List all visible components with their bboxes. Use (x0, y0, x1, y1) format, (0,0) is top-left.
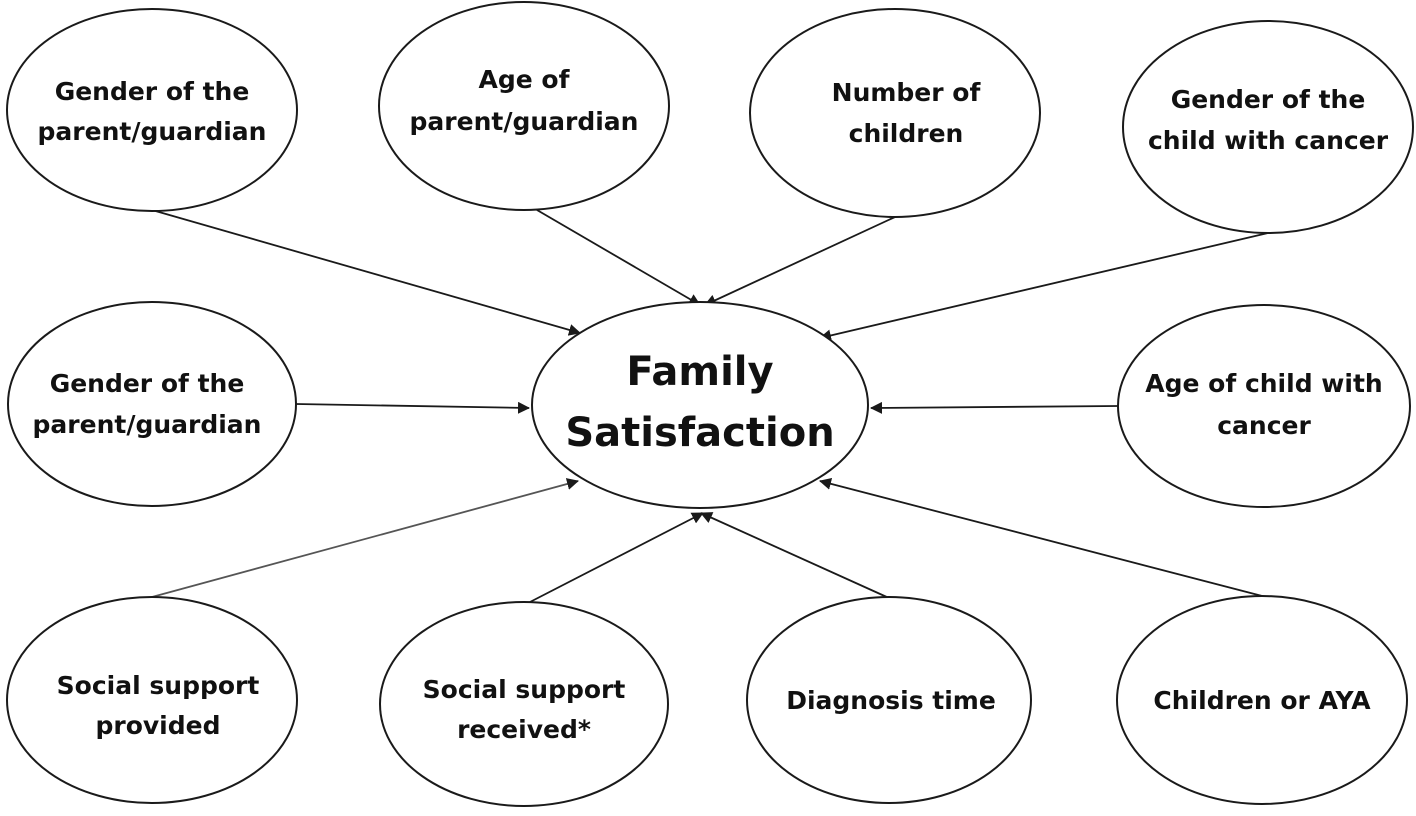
center-label-line2: Satisfaction (565, 410, 834, 456)
edge-children-aya (819, 477, 1267, 598)
node-label-line: Age of (479, 65, 571, 94)
node-diagnosis-time: Diagnosis time (746, 596, 1032, 804)
edge-social-received (529, 512, 704, 603)
edge-gender-child (819, 232, 1269, 342)
node-gender-parent-mid: Gender of the parent/guardian (7, 301, 297, 507)
node-family-satisfaction: Family Satisfaction (531, 301, 869, 509)
node-label-line: parent/guardian (38, 117, 267, 146)
node-label-line: cancer (1217, 411, 1311, 440)
node-label-line: Diagnosis time (786, 686, 996, 715)
edge-number-children (704, 216, 896, 306)
node-age-parent: Age of parent/guardian (378, 1, 670, 211)
edge-gender-parent-top (151, 209, 581, 336)
center-label-line1: Family (626, 349, 773, 395)
node-gender-child: Gender of the child with cancer (1122, 20, 1414, 234)
node-label-line: child with cancer (1148, 126, 1389, 155)
node-label-line: Gender of the (55, 77, 250, 106)
node-label-line: parent/guardian (410, 107, 639, 136)
edge-gender-parent-mid (295, 401, 530, 414)
edges (151, 209, 1269, 603)
node-number-children: Number of children (749, 8, 1041, 218)
node-label-line: Number of (832, 78, 982, 107)
edge-age-parent (536, 209, 701, 306)
edge-age-child (870, 401, 1119, 414)
node-gender-parent-top: Gender of the parent/guardian (6, 8, 298, 212)
node-label-line: Children or AYA (1153, 686, 1371, 715)
edge-social-provided (151, 478, 579, 598)
node-social-received: Social support received* (379, 601, 669, 807)
edge-diagnosis-time (700, 512, 890, 599)
node-social-provided: Social support provided (6, 596, 298, 804)
node-label-line: provided (95, 711, 220, 740)
node-label-line: Gender of the (50, 369, 245, 398)
node-label-line: Gender of the (1171, 85, 1366, 114)
node-label-line: Age of child with (1145, 369, 1382, 398)
node-label-line: received* (457, 715, 591, 744)
node-label-line: Social support (57, 671, 260, 700)
node-label-line: parent/guardian (33, 410, 262, 439)
node-children-aya: Children or AYA (1116, 595, 1408, 805)
node-label-line: children (849, 119, 964, 148)
node-label-line: Social support (423, 675, 626, 704)
node-age-child: Age of child with cancer (1117, 304, 1411, 508)
